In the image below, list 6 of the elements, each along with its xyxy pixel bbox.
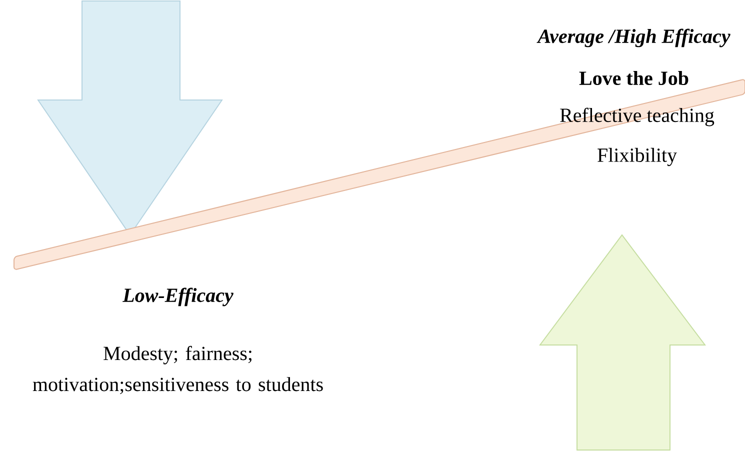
text-label: Low-Efficacy [122,288,234,306]
text-label: Reflective teaching [560,108,714,126]
text-label: Flixibility [598,148,677,166]
text-label: Modesty; fairness; motivation;sensitiveness to students [32,346,323,394]
text-label: Love the Job [579,70,688,86]
text-label: Average /High Efficacy [536,28,730,48]
